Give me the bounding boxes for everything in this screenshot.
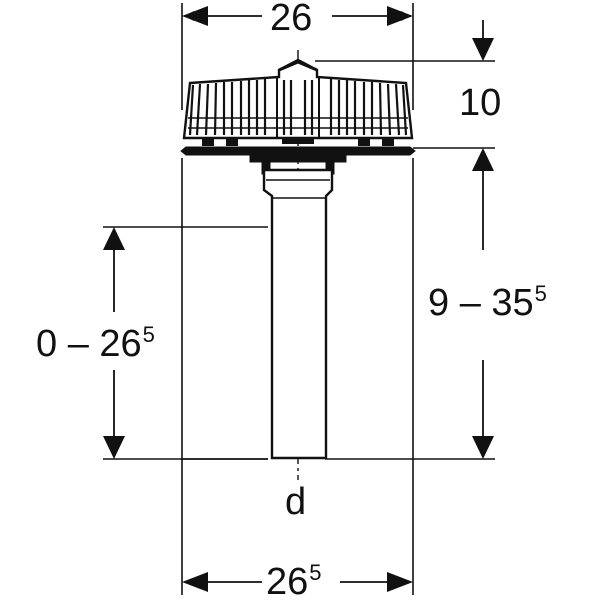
extension-lines [103,3,495,595]
dimension-right-height [472,360,494,459]
outlet-pipe [262,168,334,460]
dim-label-grate-height: 10 [459,82,502,124]
dim-label-right-height: 9 – 355 [428,281,547,324]
dimension-left-height [103,227,125,459]
dim-label-top-width: 26 [270,0,313,39]
dimension-top-width [182,6,413,26]
dimension-grate-height [472,20,494,250]
dimension-bottom-width [182,572,413,592]
grate [182,58,414,146]
dim-label-bottom-width: 265 [266,560,322,603]
flange [180,146,416,175]
dim-label-pipe-diameter: d [285,481,307,523]
dim-label-left-height: 0 – 265 [36,322,155,365]
